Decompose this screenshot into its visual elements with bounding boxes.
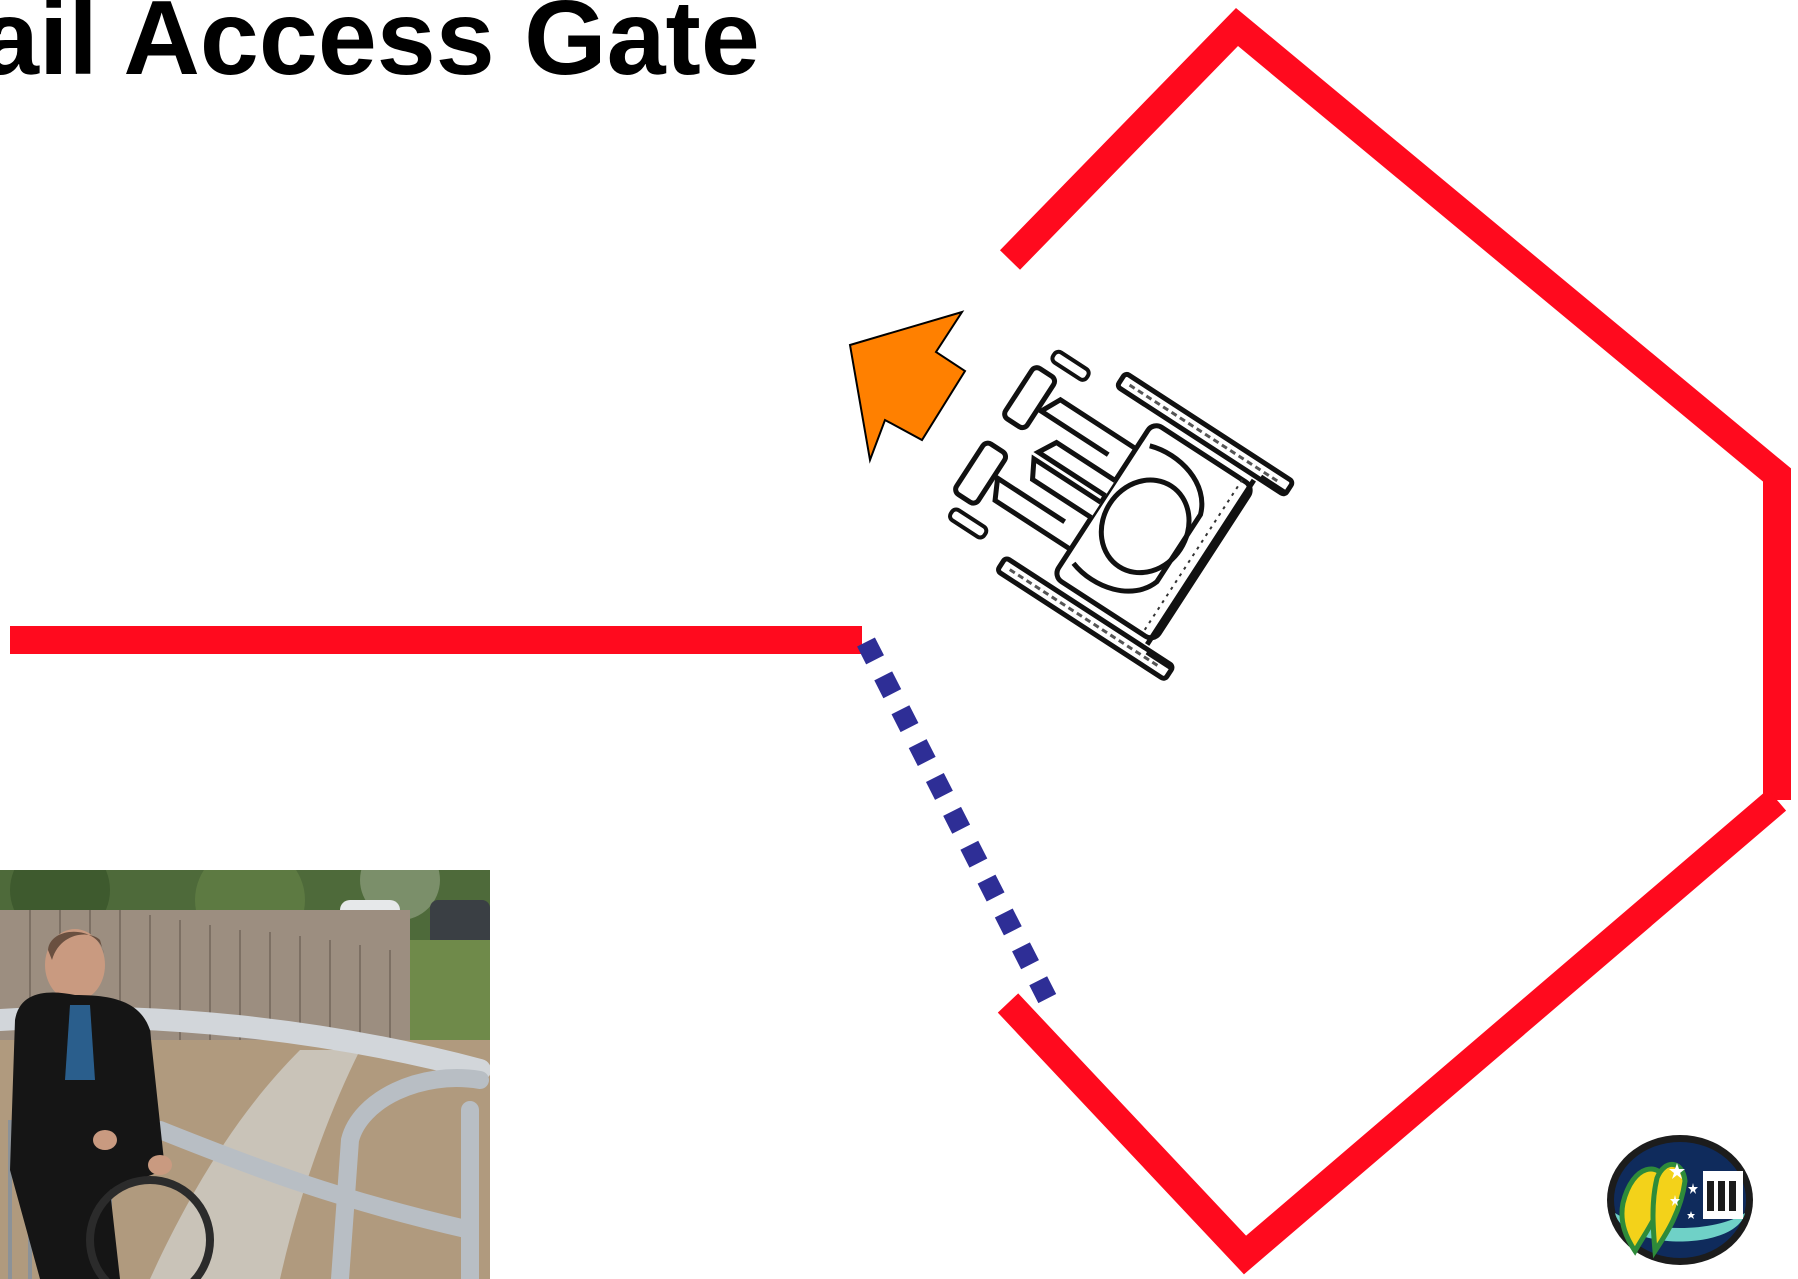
wheelchair-icon [934,336,1306,684]
enclosure-rail-lower [997,789,1787,1275]
gate-swing-line [857,637,1057,1005]
gate-photo [0,870,490,1279]
organisation-logo [1607,1135,1753,1265]
arrow-icon [848,310,967,464]
slide-title: ail Access Gate [0,0,760,97]
enclosure-rail-upper [999,7,1791,800]
